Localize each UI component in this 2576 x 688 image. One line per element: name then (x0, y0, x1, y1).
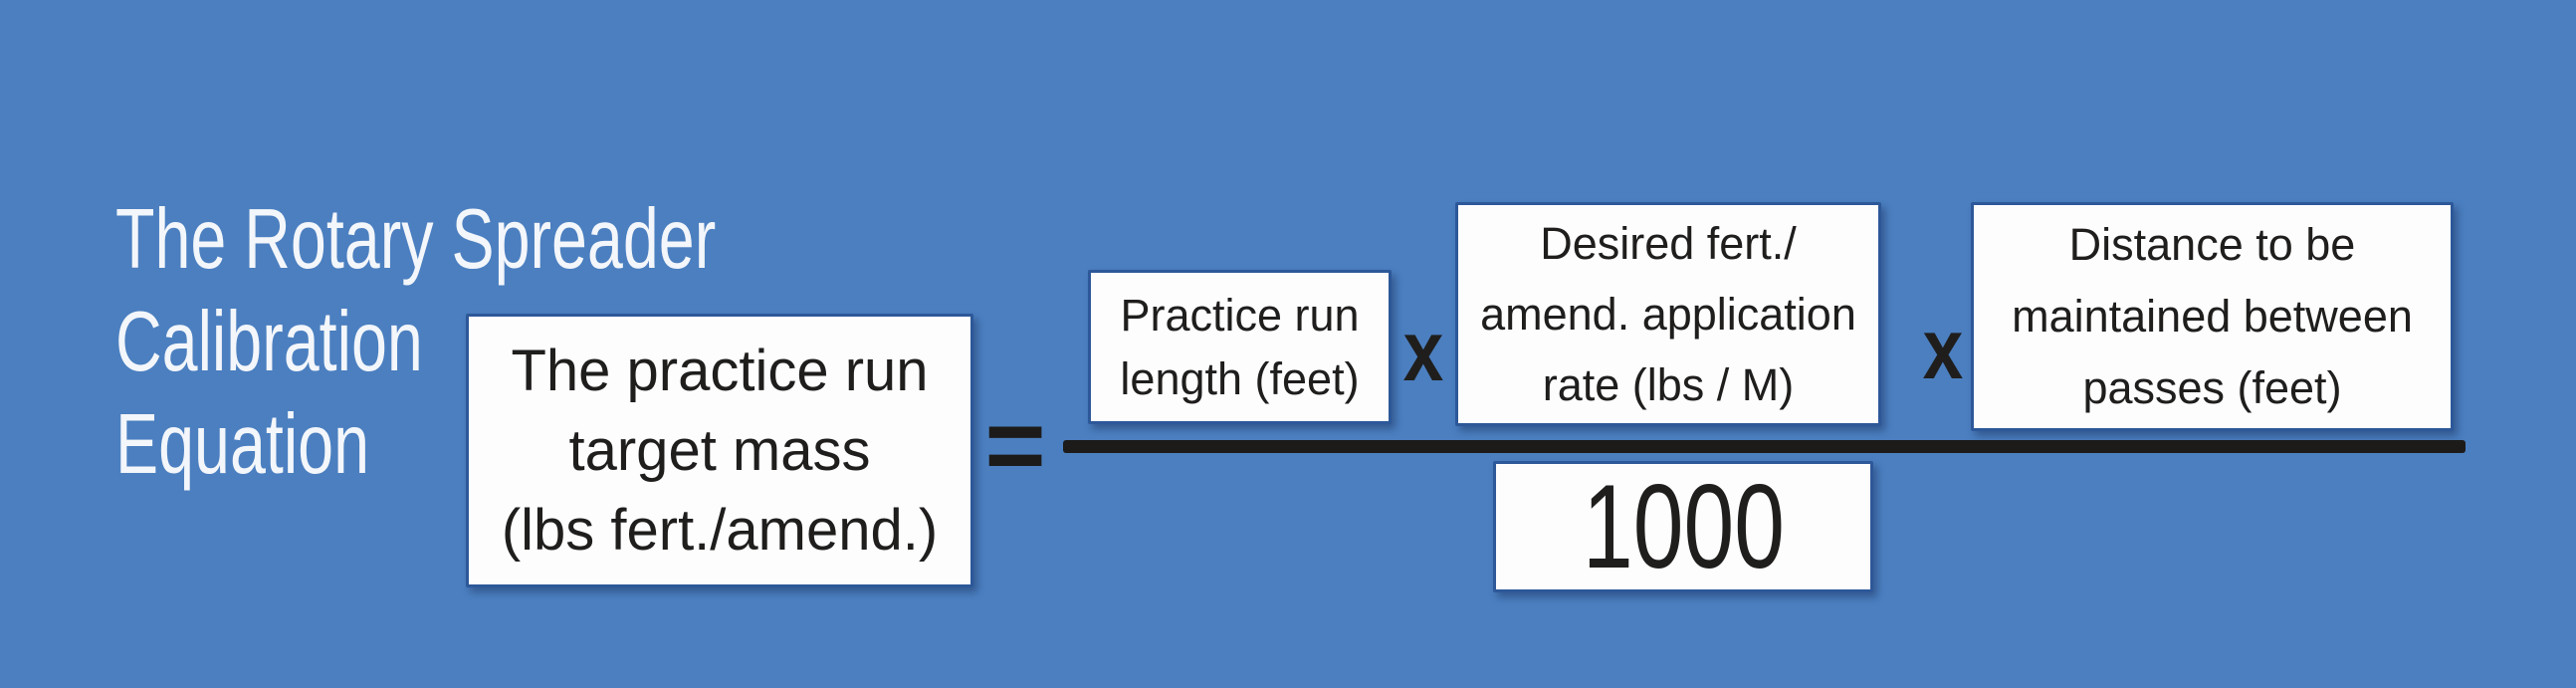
denominator-box: 1000 (1493, 461, 1873, 592)
result-box: The practice run target mass (lbs fert./… (466, 314, 973, 587)
figure-title: The Rotary Spreader Calibration Equation (115, 188, 716, 496)
rate-box-line-1: Desired fert./ (1540, 218, 1797, 269)
rate-box-line-3: rate (lbs / M) (1542, 359, 1795, 410)
distance-box-line-3: passes (feet) (2082, 362, 2342, 413)
numerator-box-application-rate: Desired fert./ amend. application rate (… (1455, 202, 1881, 426)
distance-box-line-2: maintained between (2012, 291, 2413, 342)
title-line-1: The Rotary Spreader (115, 192, 717, 287)
denominator-value: 1000 (1582, 460, 1785, 593)
equals-sign: = (984, 386, 1046, 504)
result-box-line-1: The practice run (511, 338, 929, 403)
title-line-2: Calibration (115, 295, 423, 389)
multiply-sign-1: x (1402, 303, 1444, 399)
multiply-sign-2: x (1922, 301, 1964, 397)
result-box-line-2: target mass (568, 417, 871, 483)
numerator-box-pass-distance: Distance to be maintained between passes… (1971, 202, 2454, 431)
title-line-3: Equation (115, 397, 370, 492)
practice-box-line-1: Practice run (1120, 289, 1360, 341)
rate-box-line-2: amend. application (1480, 289, 1856, 340)
numerator-box-practice-run: Practice run length (feet) (1088, 270, 1392, 424)
distance-box-line-1: Distance to be (2068, 219, 2356, 270)
fraction-bar (1063, 440, 2466, 453)
result-box-line-3: (lbs fert./amend.) (501, 497, 939, 563)
practice-box-line-2: length (feet) (1120, 352, 1360, 404)
